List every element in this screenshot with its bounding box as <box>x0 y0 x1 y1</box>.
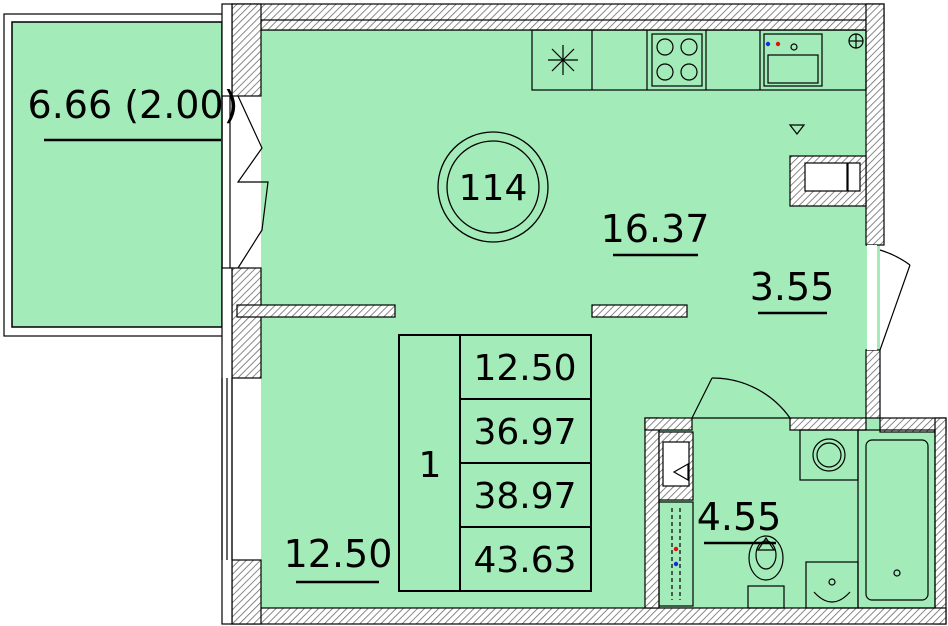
small-sink-icon <box>805 561 859 609</box>
stove-icon <box>651 33 703 87</box>
hallway-area-label: 3.55 <box>750 265 835 309</box>
pipe-blue-icon <box>765 41 771 47</box>
total-area-cell: 43.63 <box>473 540 576 581</box>
area-with-balcony-reduced-cell: 38.97 <box>473 476 576 517</box>
room-labels: 6.66 (2.00) 16.37 3.55 12.50 4.55 <box>28 83 835 584</box>
kitchen-counter <box>531 29 867 135</box>
living-area-cell: 12.50 <box>473 348 576 389</box>
bathroom-fixtures <box>658 429 936 609</box>
unit-number-badge: 114 <box>437 131 549 243</box>
triangle-marker-icon <box>788 124 806 135</box>
kitchen-living-area-label: 16.37 <box>601 207 710 251</box>
toilet-icon <box>747 535 785 609</box>
fan-icon <box>548 45 578 75</box>
floor-fills <box>3 13 935 608</box>
area-without-balcony-cell: 36.97 <box>473 412 576 453</box>
bathtub-icon <box>857 429 936 609</box>
drain-icon <box>848 33 864 49</box>
main-floor <box>261 30 935 608</box>
bathroom-area-label: 4.55 <box>697 495 782 539</box>
kitchen-sink-icon <box>763 33 823 87</box>
balcony-floor <box>11 21 223 328</box>
washing-machine-icon <box>658 431 694 501</box>
pipe-red-icon <box>775 41 781 47</box>
unit-number: 114 <box>459 168 528 209</box>
utility-pipes-icon <box>658 501 694 607</box>
bedroom-area-label: 12.50 <box>284 532 393 576</box>
rooms-count-cell: 1 <box>419 445 442 486</box>
doors <box>236 95 911 419</box>
balcony-area-label: 6.66 (2.00) <box>28 83 239 127</box>
area-summary-table: 1 12.50 36.97 38.97 43.63 <box>398 334 592 592</box>
